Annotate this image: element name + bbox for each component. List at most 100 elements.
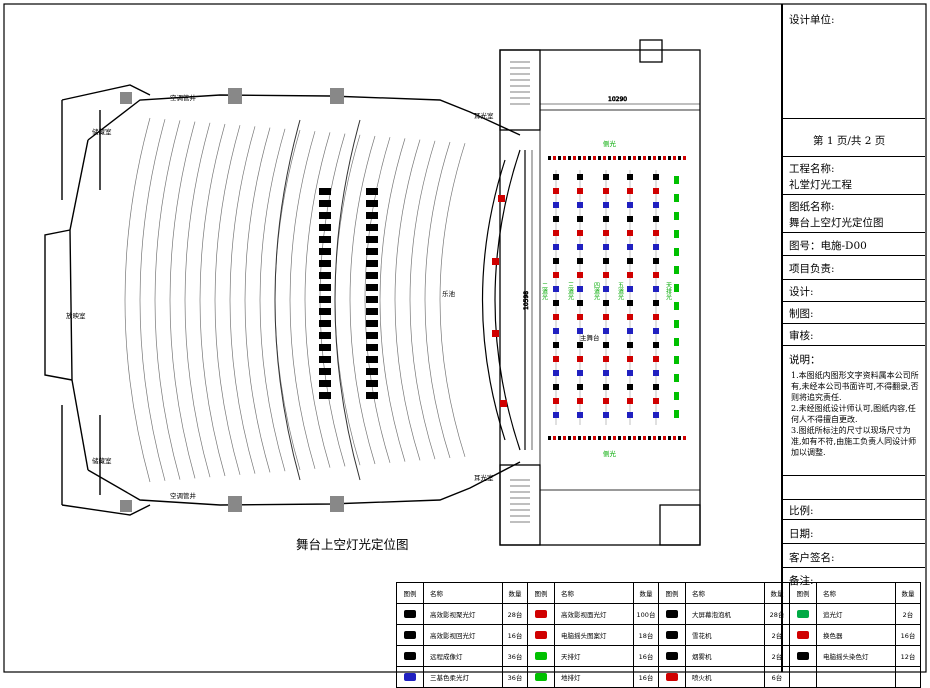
stage-fixture [577, 188, 583, 194]
dimension-width-label: 10290 [608, 96, 627, 103]
side-light-fixture [583, 156, 586, 160]
stage-fixture [627, 202, 633, 208]
cyc-light-fixture [674, 230, 679, 238]
cyc-light-fixture [674, 320, 679, 328]
foh-spot-fixture [319, 308, 331, 315]
soft-light-icon [404, 673, 416, 681]
legend-icon-cell [658, 645, 686, 667]
stage-fixture [603, 314, 609, 320]
seating-rows [124, 117, 466, 483]
side-light-fixture [553, 436, 556, 440]
stage-fixture [603, 230, 609, 236]
project-name: 礼堂灯光工程 [789, 179, 852, 191]
legend-icon-cell [396, 666, 424, 688]
stage-fixture [577, 328, 583, 334]
dimension-width: 10290 [540, 96, 700, 105]
notes-text: 1.本图纸内图形文字资料属本公司所有,未经本公司书面许可,不得翻录,否则将追究责… [791, 370, 919, 458]
legend-icon-cell [396, 624, 424, 646]
side-light-fixture [673, 436, 676, 440]
legend-item-name: 地排灯 [554, 666, 634, 688]
side-light-fixture [663, 156, 666, 160]
side-light-fixture [578, 156, 581, 160]
bubble-icon [666, 610, 678, 618]
legend-item-qty: 18台 [633, 624, 659, 646]
stage-fixture [577, 258, 583, 264]
stage-fixture [627, 244, 633, 250]
storage-room-bottom-label: 储藏室 [92, 456, 112, 465]
date-label: 日期: [789, 528, 814, 540]
seat-row [274, 129, 301, 471]
side-light-fixture [573, 156, 576, 160]
stage-light-positions [492, 156, 686, 440]
notes-cell: 说明： 1.本图纸内图形文字资料属本公司所有,未经本公司书面许可,不得翻录,否则… [783, 346, 925, 476]
lounge-label: 放映室 [66, 311, 86, 320]
stage-fixture [627, 188, 633, 194]
wall-columns [120, 88, 344, 512]
design-label: 设计: [789, 286, 814, 298]
legend-icon-cell [658, 603, 686, 625]
ear-light-room-bottom-label: 耳光室 [474, 473, 494, 482]
stage-fixture [553, 244, 559, 250]
seat-row [124, 117, 151, 483]
side-light-fixture [568, 156, 571, 160]
side-light-fixture [638, 156, 641, 160]
stage-fixture [627, 300, 633, 306]
stage-fixture [553, 272, 559, 278]
design-unit-cell: 设计单位: [783, 4, 925, 119]
stage-fixture [627, 356, 633, 362]
lamp-bar-label: 四道光 [593, 282, 600, 301]
cyc-light-fixture [674, 284, 679, 292]
legend-item-qty: 16台 [633, 645, 659, 667]
cyc-light-fixture [674, 302, 679, 310]
lamp-bar-label: 三道光 [567, 282, 574, 301]
legend-item-name: 高效影视聚光灯 [423, 603, 503, 625]
legend-item-qty: 36台 [502, 666, 528, 688]
stage-fixture [553, 384, 559, 390]
stage-fixture [603, 356, 609, 362]
stage-fixture [603, 370, 609, 376]
seat-row [184, 122, 211, 478]
legend-header-row: 图例 名称 数量 图例 名称 数量 图例 名称 数量 图例 名称 数量 [396, 582, 921, 604]
stage-fixture [553, 286, 559, 292]
project-lead-label: 项目负责: [789, 263, 835, 275]
cyc-light-fixture [674, 356, 679, 364]
face-light-icon [535, 610, 547, 618]
side-light-fixture [548, 156, 551, 160]
stage-fixture [653, 300, 659, 306]
seat-row [154, 120, 181, 480]
side-light-fixture [583, 436, 586, 440]
legend-item-qty: 16台 [633, 666, 659, 688]
legend-item-name: 天排灯 [554, 645, 634, 667]
spot-icon [404, 610, 416, 618]
drawing-name-cell: 图纸名称: 舞台上空灯光定位图 [783, 195, 925, 233]
stage-fixture [653, 216, 659, 222]
stage-fixture [577, 412, 583, 418]
side-light-fixture [608, 156, 611, 160]
smoke-icon [666, 652, 678, 660]
side-light-fixture [613, 436, 616, 440]
stage-fixture [627, 412, 633, 418]
drawing-no: 图号：电施-D00 [789, 240, 867, 252]
stage-fixture [577, 314, 583, 320]
seat-row [364, 137, 391, 463]
side-light-fixture [598, 156, 601, 160]
side-light-fixture [563, 156, 566, 160]
scale-label: 比例: [789, 505, 814, 517]
side-light-fixture [663, 436, 666, 440]
side-light-fixture [623, 436, 626, 440]
remarks-cell: 备注: [783, 568, 925, 672]
stage-fixture [603, 174, 609, 180]
stair-icon [510, 61, 530, 523]
stage-fixture [653, 370, 659, 376]
follow-spot-icon [797, 610, 809, 618]
stage-fixture [603, 412, 609, 418]
legend-item-name: 烟雾机 [685, 645, 765, 667]
stage-fixture [653, 258, 659, 264]
foh-spot-fixture [319, 272, 331, 279]
side-light-fixture [588, 436, 591, 440]
stage-fixture [553, 300, 559, 306]
foh-spot-fixture [319, 332, 331, 339]
side-light-fixture [618, 156, 621, 160]
stage-fixture [653, 314, 659, 320]
